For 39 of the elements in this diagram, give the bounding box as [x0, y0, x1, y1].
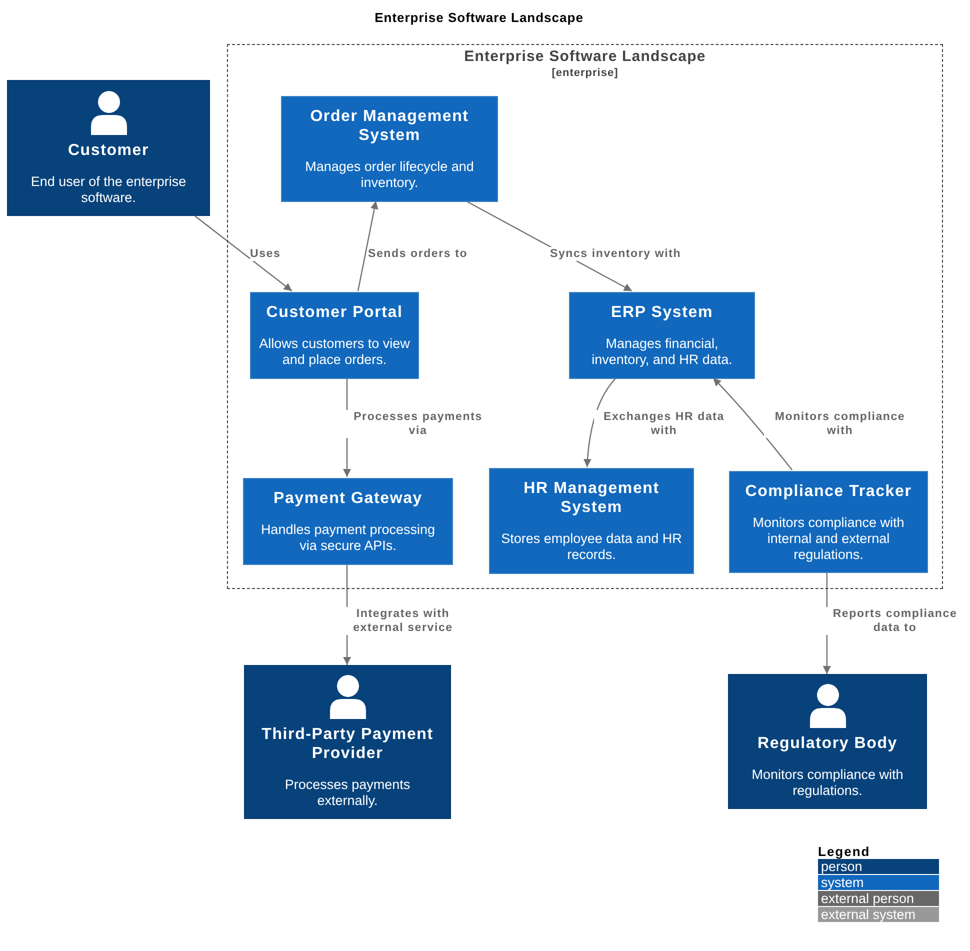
- person-box: [7, 80, 210, 216]
- system-box: [250, 292, 419, 379]
- node-title: Customer: [68, 140, 150, 160]
- system-box: [489, 468, 694, 574]
- node-title: ERP System: [611, 303, 713, 322]
- legend-item: system: [818, 875, 939, 890]
- node-description: Allows customers to view and place orders.: [259, 336, 410, 368]
- node-title: Third-Party Payment Provider: [260, 725, 434, 763]
- system-box: [243, 478, 453, 565]
- node-description: Monitors compliance with internal and external regulations.: [752, 514, 906, 562]
- node-description: Handles payment processing via secure APIs.: [260, 522, 436, 554]
- legend-item: external system: [818, 907, 939, 922]
- boundary-type: [enterprise]: [550, 67, 620, 79]
- legend-item: person: [818, 859, 939, 874]
- node-title: HR Management System: [522, 479, 660, 517]
- node-description: Processes payments externally.: [284, 777, 412, 809]
- node-description: Manages financial, inventory, and HR data.: [590, 336, 734, 368]
- boundary-title: Enterprise Software Landscape: [463, 48, 707, 65]
- node-title: Order Management System: [309, 107, 470, 145]
- arrow: [712, 378, 793, 470]
- person-box: [244, 665, 451, 819]
- node-title: Customer Portal: [266, 303, 403, 322]
- arrow: [194, 216, 292, 292]
- legend-item: external person: [818, 891, 939, 906]
- node-description: Monitors compliance with regulations.: [750, 767, 904, 799]
- node-title: Payment Gateway: [274, 489, 422, 508]
- node-description: Manages order lifecycle and inventory.: [304, 159, 475, 191]
- node-description: End user of the enterprise software.: [30, 174, 188, 206]
- diagram-title: Enterprise Software Landscape: [374, 10, 584, 25]
- arrow: [584, 378, 616, 468]
- legend-title: Legend: [818, 844, 872, 859]
- system-box: [569, 292, 755, 379]
- node-title: Compliance Tracker: [745, 482, 912, 500]
- node-title: Regulatory Body: [757, 734, 898, 753]
- person-box: [728, 674, 927, 809]
- system-box: [281, 96, 498, 202]
- system-box: [729, 471, 928, 573]
- node-description: Stores employee data and HR records.: [500, 531, 683, 563]
- arrow: [357, 200, 378, 292]
